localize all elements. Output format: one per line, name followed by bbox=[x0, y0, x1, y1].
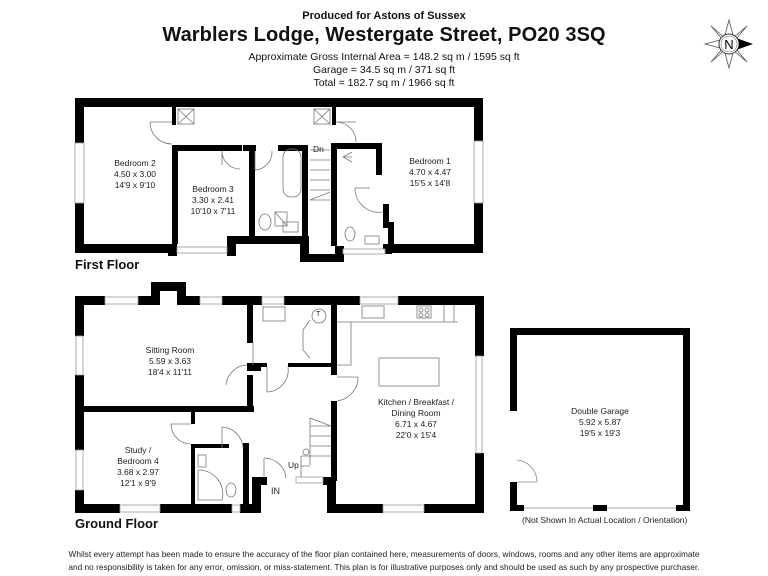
room-bedroom-2: Bedroom 2 4.50 x 3.00 14'9 x 9'10 bbox=[100, 158, 170, 191]
room-name-line1: Kitchen / Breakfast / bbox=[377, 397, 455, 407]
total-area: Total = 182.7 sq m / 1966 sq ft bbox=[313, 77, 455, 89]
disclaimer: Whilst every attempt has been made to en… bbox=[0, 548, 768, 574]
room-imperial: 10'10 x 7'11 bbox=[190, 206, 236, 216]
room-imperial: 18'4 x 11'11 bbox=[147, 367, 193, 377]
room-bedroom-1: Bedroom 1 4.70 x 4.47 15'5 x 14'8 bbox=[395, 156, 465, 189]
stairs-up-label: Up bbox=[288, 460, 299, 470]
room-metric: 5.92 x 5.87 bbox=[578, 417, 622, 427]
room-name: Bedroom 1 bbox=[409, 156, 451, 166]
room-metric: 3.68 x 2.97 bbox=[116, 467, 160, 477]
room-name: Sitting Room bbox=[145, 345, 195, 355]
produced-for-label: Produced for Astons of Sussex bbox=[302, 10, 466, 22]
room-name-line2: Bedroom 4 bbox=[117, 456, 159, 466]
room-kitchen-breakfast-dining: Kitchen / Breakfast / Dining Room 6.71 x… bbox=[366, 397, 466, 441]
room-bedroom-3: Bedroom 3 3.30 x 2.41 10'10 x 7'11 bbox=[180, 184, 246, 217]
room-name-line1: Study / bbox=[124, 445, 152, 455]
room-metric: 5.59 x 3.63 bbox=[148, 356, 192, 366]
room-imperial: 22'0 x 15'4 bbox=[395, 430, 437, 440]
garage-location-note: (Not Shown In Actual Location / Orientat… bbox=[522, 515, 688, 525]
room-name: Double Garage bbox=[571, 406, 629, 416]
room-study-bedroom-4: Study / Bedroom 4 3.68 x 2.97 12'1 x 9'9 bbox=[98, 445, 178, 489]
property-title: Warblers Lodge, Westergate Street, PO20 … bbox=[162, 24, 606, 46]
room-sitting-room: Sitting Room 5.59 x 3.63 18'4 x 11'11 bbox=[120, 345, 220, 378]
disclaimer-line-2: and no responsibility is taken for any e… bbox=[68, 562, 700, 572]
room-imperial: 15'5 x 14'8 bbox=[409, 178, 451, 188]
room-imperial: 19'5 x 19'3 bbox=[579, 428, 621, 438]
room-metric: 4.50 x 3.00 bbox=[113, 169, 157, 179]
room-double-garage: Double Garage 5.92 x 5.87 19'5 x 19'3 bbox=[560, 406, 640, 439]
room-metric: 4.70 x 4.47 bbox=[408, 167, 452, 177]
room-metric: 6.71 x 4.67 bbox=[394, 419, 438, 429]
room-name: Bedroom 3 bbox=[192, 184, 234, 194]
ground-floor-label: Ground Floor bbox=[75, 516, 159, 531]
room-metric: 3.30 x 2.41 bbox=[191, 195, 235, 205]
room-name-line2: Dining Room bbox=[391, 408, 441, 418]
room-name: Bedroom 2 bbox=[114, 158, 156, 168]
gross-internal-area: Approximate Gross Internal Area = 148.2 … bbox=[248, 51, 520, 63]
entrance-label: IN bbox=[271, 486, 280, 496]
svg-text:N: N bbox=[724, 37, 733, 52]
garage-area: Garage = 34.5 sq m / 371 sq ft bbox=[312, 64, 456, 76]
disclaimer-line-1: Whilst every attempt has been made to en… bbox=[68, 549, 700, 559]
room-imperial: 12'1 x 9'9 bbox=[120, 478, 156, 488]
tank-label: T bbox=[316, 311, 321, 318]
first-floor-label: First Floor bbox=[75, 257, 140, 272]
room-imperial: 14'9 x 9'10 bbox=[114, 180, 156, 190]
north-compass-icon: N bbox=[703, 18, 753, 70]
stairs-down-label: Dn bbox=[313, 144, 324, 154]
